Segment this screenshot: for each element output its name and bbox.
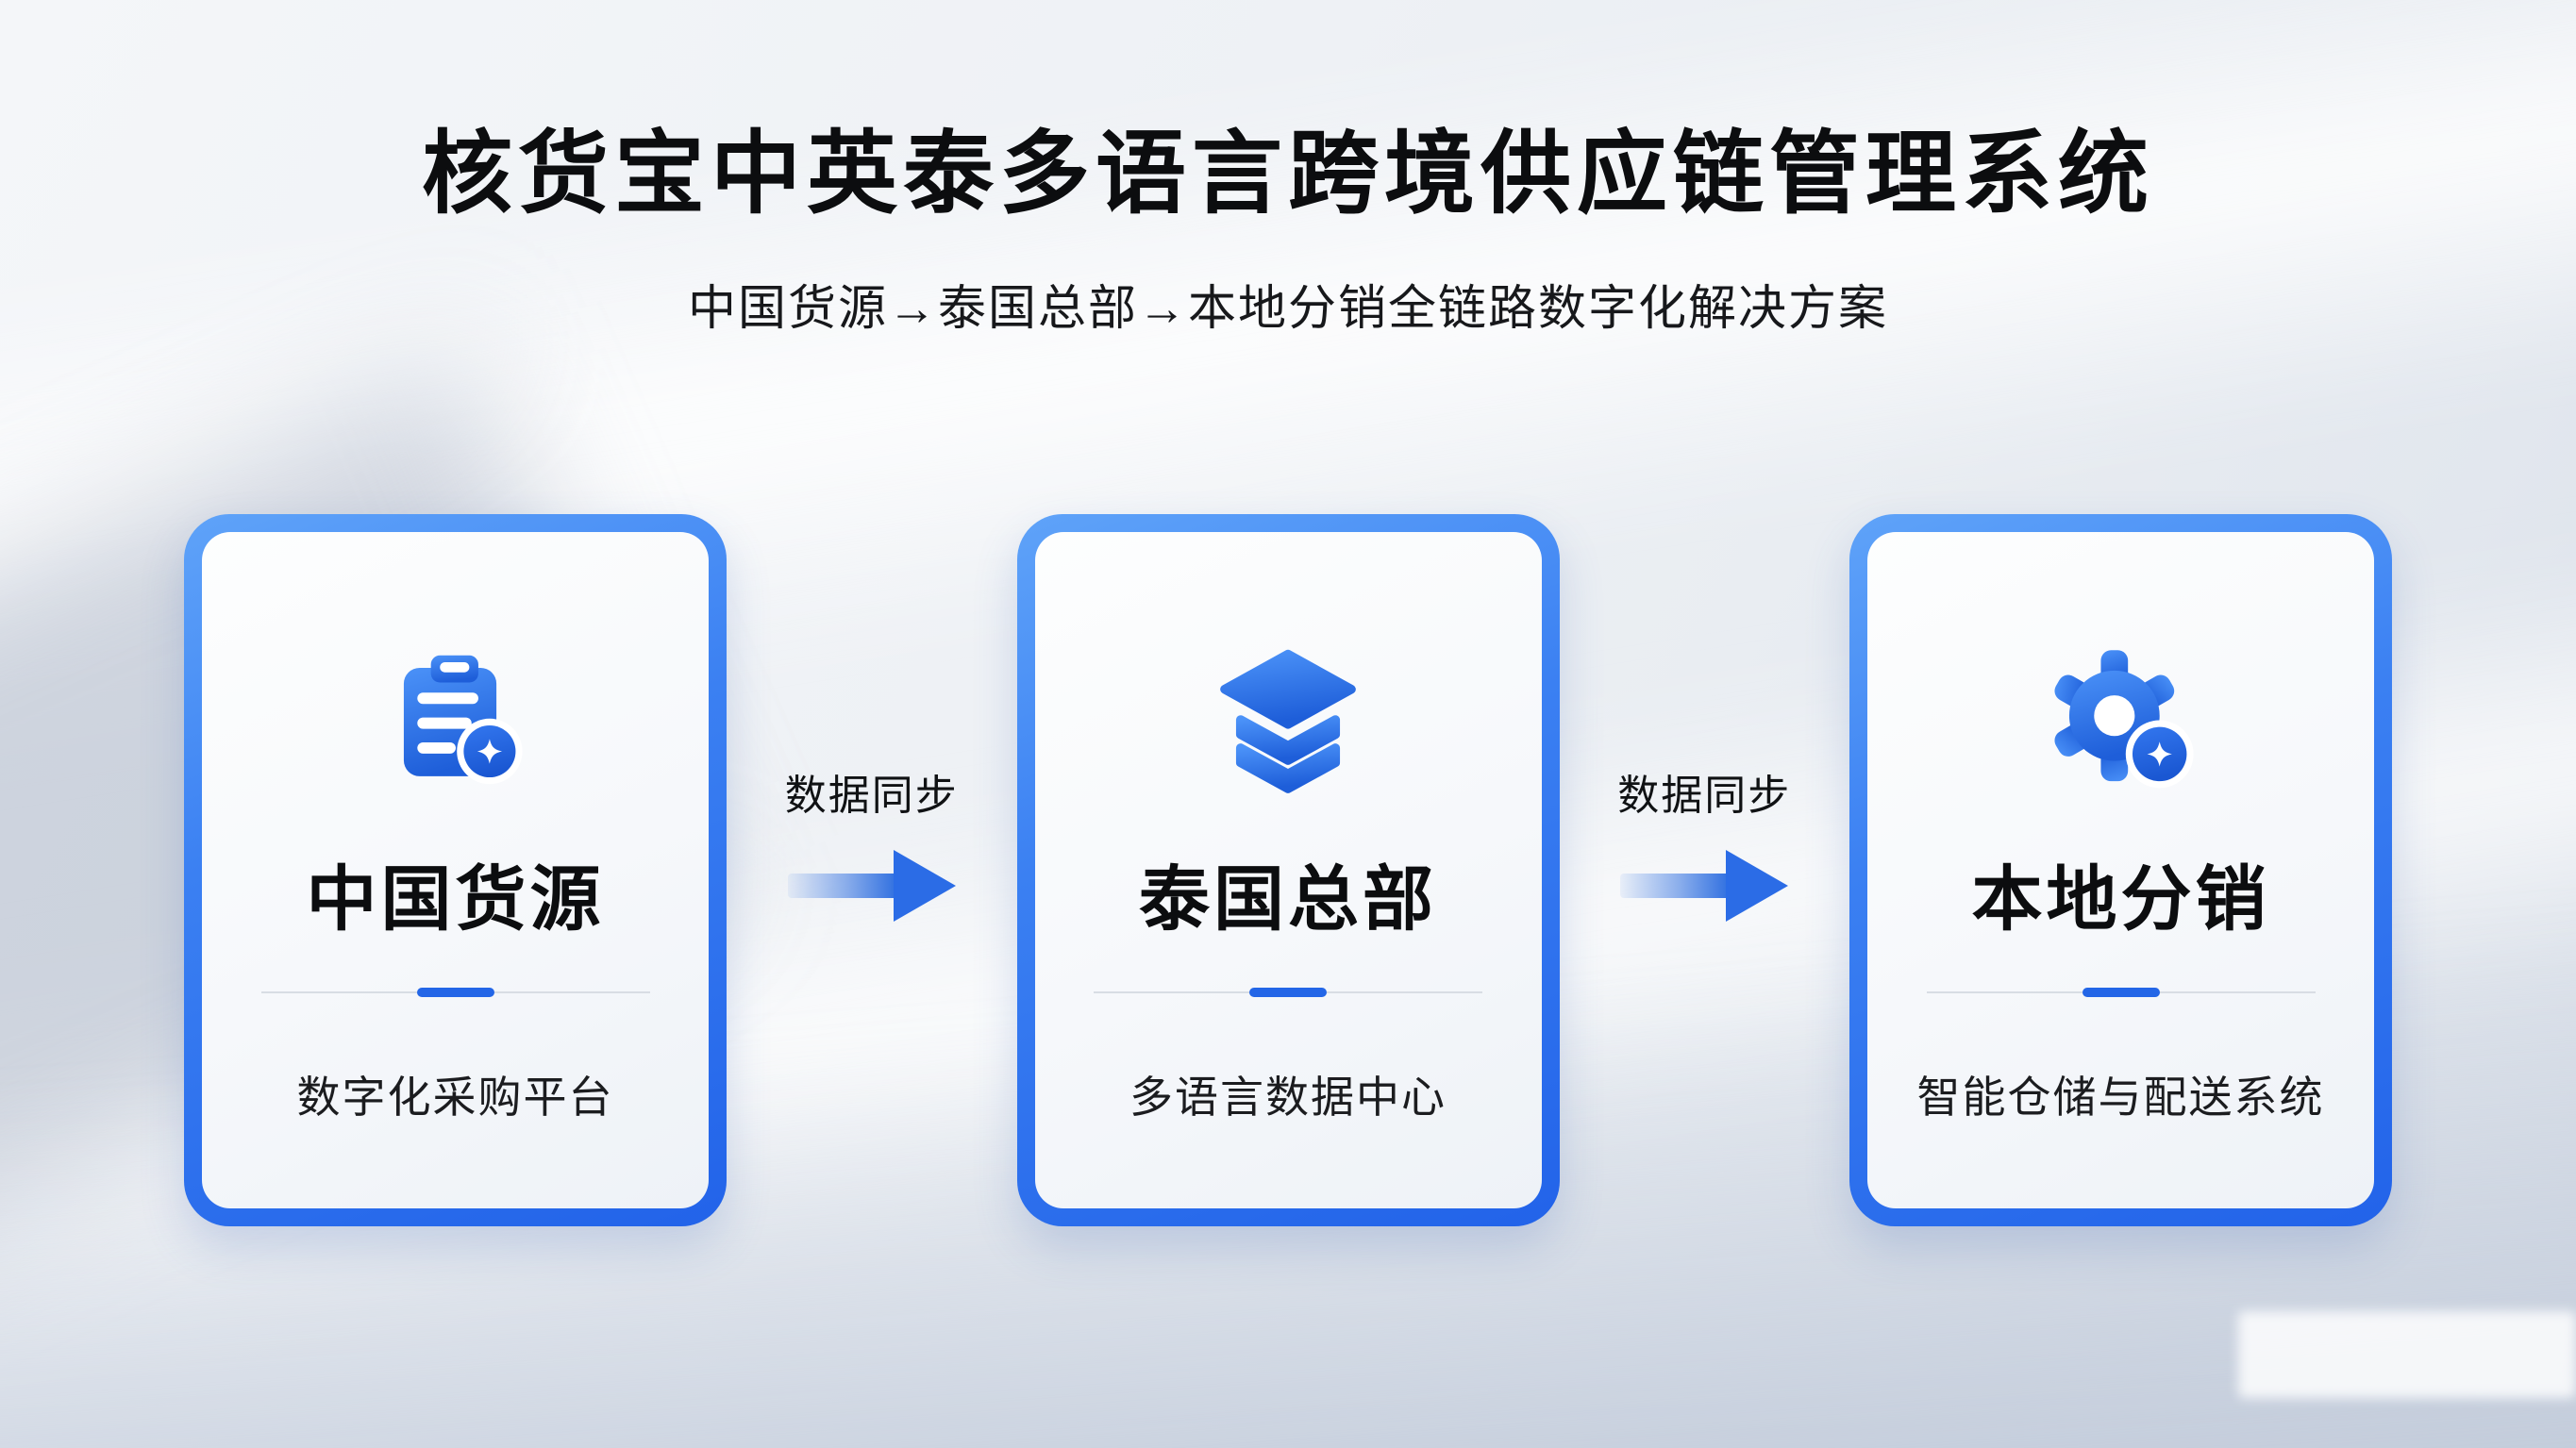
page-title: 核货宝中英泰多语言跨境供应链管理系统 bbox=[422, 124, 2154, 225]
card-thailand-hq: 泰国总部 多语言数据中心 bbox=[1016, 514, 1560, 1226]
arrow-right-icon bbox=[1620, 850, 1789, 922]
connector-2: 数据同步 bbox=[1560, 514, 1850, 1226]
blurred-watermark-patch bbox=[2238, 1311, 2576, 1398]
data-sync-label: 数据同步 bbox=[784, 773, 959, 819]
clipboard-coin-icon bbox=[381, 636, 530, 804]
page-subtitle: 中国货源→泰国总部→本地分销全链路数字化解决方案 bbox=[687, 281, 1888, 335]
divider-accent-bar bbox=[2082, 988, 2160, 997]
card-title: 中国货源 bbox=[306, 859, 605, 939]
card-divider bbox=[1094, 988, 1482, 997]
card-subtitle: 多语言数据中心 bbox=[1129, 1073, 1447, 1122]
gear-coin-icon bbox=[2047, 636, 2196, 804]
card-divider bbox=[1926, 988, 2316, 997]
header: 核货宝中英泰多语言跨境供应链管理系统 中国货源→泰国总部→本地分销全链路数字化解… bbox=[0, 0, 2576, 339]
layers-stack-icon bbox=[1213, 636, 1363, 804]
divider-accent-bar bbox=[416, 988, 494, 997]
card-body: 中国货源 数字化采购平台 bbox=[202, 532, 709, 1208]
card-body: 本地分销 智能仓储与配送系统 bbox=[1867, 532, 2374, 1208]
card-title: 本地分销 bbox=[1971, 859, 2270, 939]
card-title: 泰国总部 bbox=[1138, 859, 1437, 939]
card-subtitle: 数字化采购平台 bbox=[296, 1073, 614, 1122]
flow-diagram: 中国货源 数字化采购平台 数据同步 bbox=[184, 514, 2392, 1226]
card-body: 泰国总部 多语言数据中心 bbox=[1034, 532, 1542, 1208]
divider-accent-bar bbox=[1249, 988, 1327, 997]
card-subtitle: 智能仓储与配送系统 bbox=[1916, 1073, 2325, 1122]
arrow-right-icon bbox=[787, 850, 956, 922]
data-sync-label: 数据同步 bbox=[1617, 773, 1792, 819]
card-local-distribution: 本地分销 智能仓储与配送系统 bbox=[1849, 514, 2392, 1226]
card-china-supply: 中国货源 数字化采购平台 bbox=[184, 514, 727, 1226]
connector-1: 数据同步 bbox=[727, 514, 1017, 1226]
card-divider bbox=[260, 988, 650, 997]
